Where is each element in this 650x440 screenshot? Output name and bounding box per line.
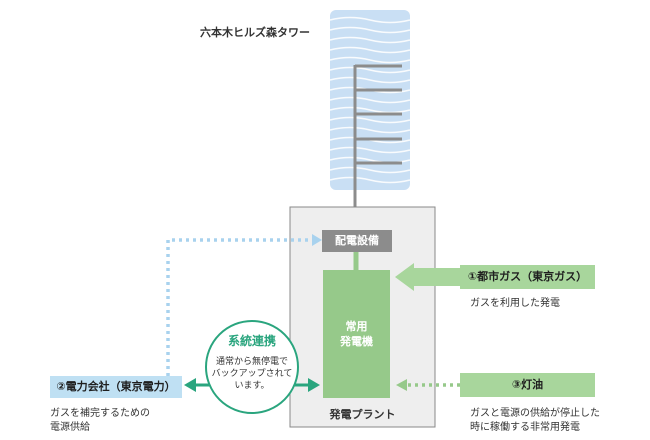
grid-link-title: 系統連携 [227,334,276,348]
oil-description-line1: ガスと電源の供給が停止した [470,408,600,419]
grid-link-description: 通常から無停電で バックアップされて います。 [207,356,297,392]
grid-link-circle: 系統連携 通常から無停電で バックアップされて います。 [205,320,299,414]
city-gas-label: ①都市ガス（東京ガス） [460,265,595,289]
power-supply-line [166,234,322,376]
grid-link-desc-line3: います。 [234,381,270,391]
distribution-equipment-label: 配電設備 [322,230,392,252]
power-description-line2: 電源供給 [50,422,90,433]
oil-description-line2: 時に稼働する非常用発電 [470,422,580,433]
power-company-label: ②電力会社（東京電力） [50,376,182,398]
oil-arrow [396,379,460,391]
grid-link-desc-line1: 通常から無停電で [215,357,288,367]
oil-description: ガスと電源の供給が停止した 時に稼働する非常用発電 [470,407,600,435]
tower-title: 六本木ヒルズ森タワー [200,26,310,39]
plant-label: 発電プラント [329,408,396,421]
gas-arrow [395,263,462,291]
power-description-line1: ガスを補完するための [50,408,150,419]
tower-wiring [353,64,402,232]
grid-link-desc-line2: バックアップされて [211,369,293,379]
generator-label-line1: 常用 [345,320,368,333]
oil-label: ③灯油 [460,373,595,397]
city-gas-description: ガスを利用した発電 [470,298,560,309]
generator-box: 常用 発電機 [323,270,390,398]
tower-building [329,10,411,190]
generator-label-line2: 発電機 [340,335,373,348]
power-company-description: ガスを補完するための 電源供給 [50,407,150,435]
